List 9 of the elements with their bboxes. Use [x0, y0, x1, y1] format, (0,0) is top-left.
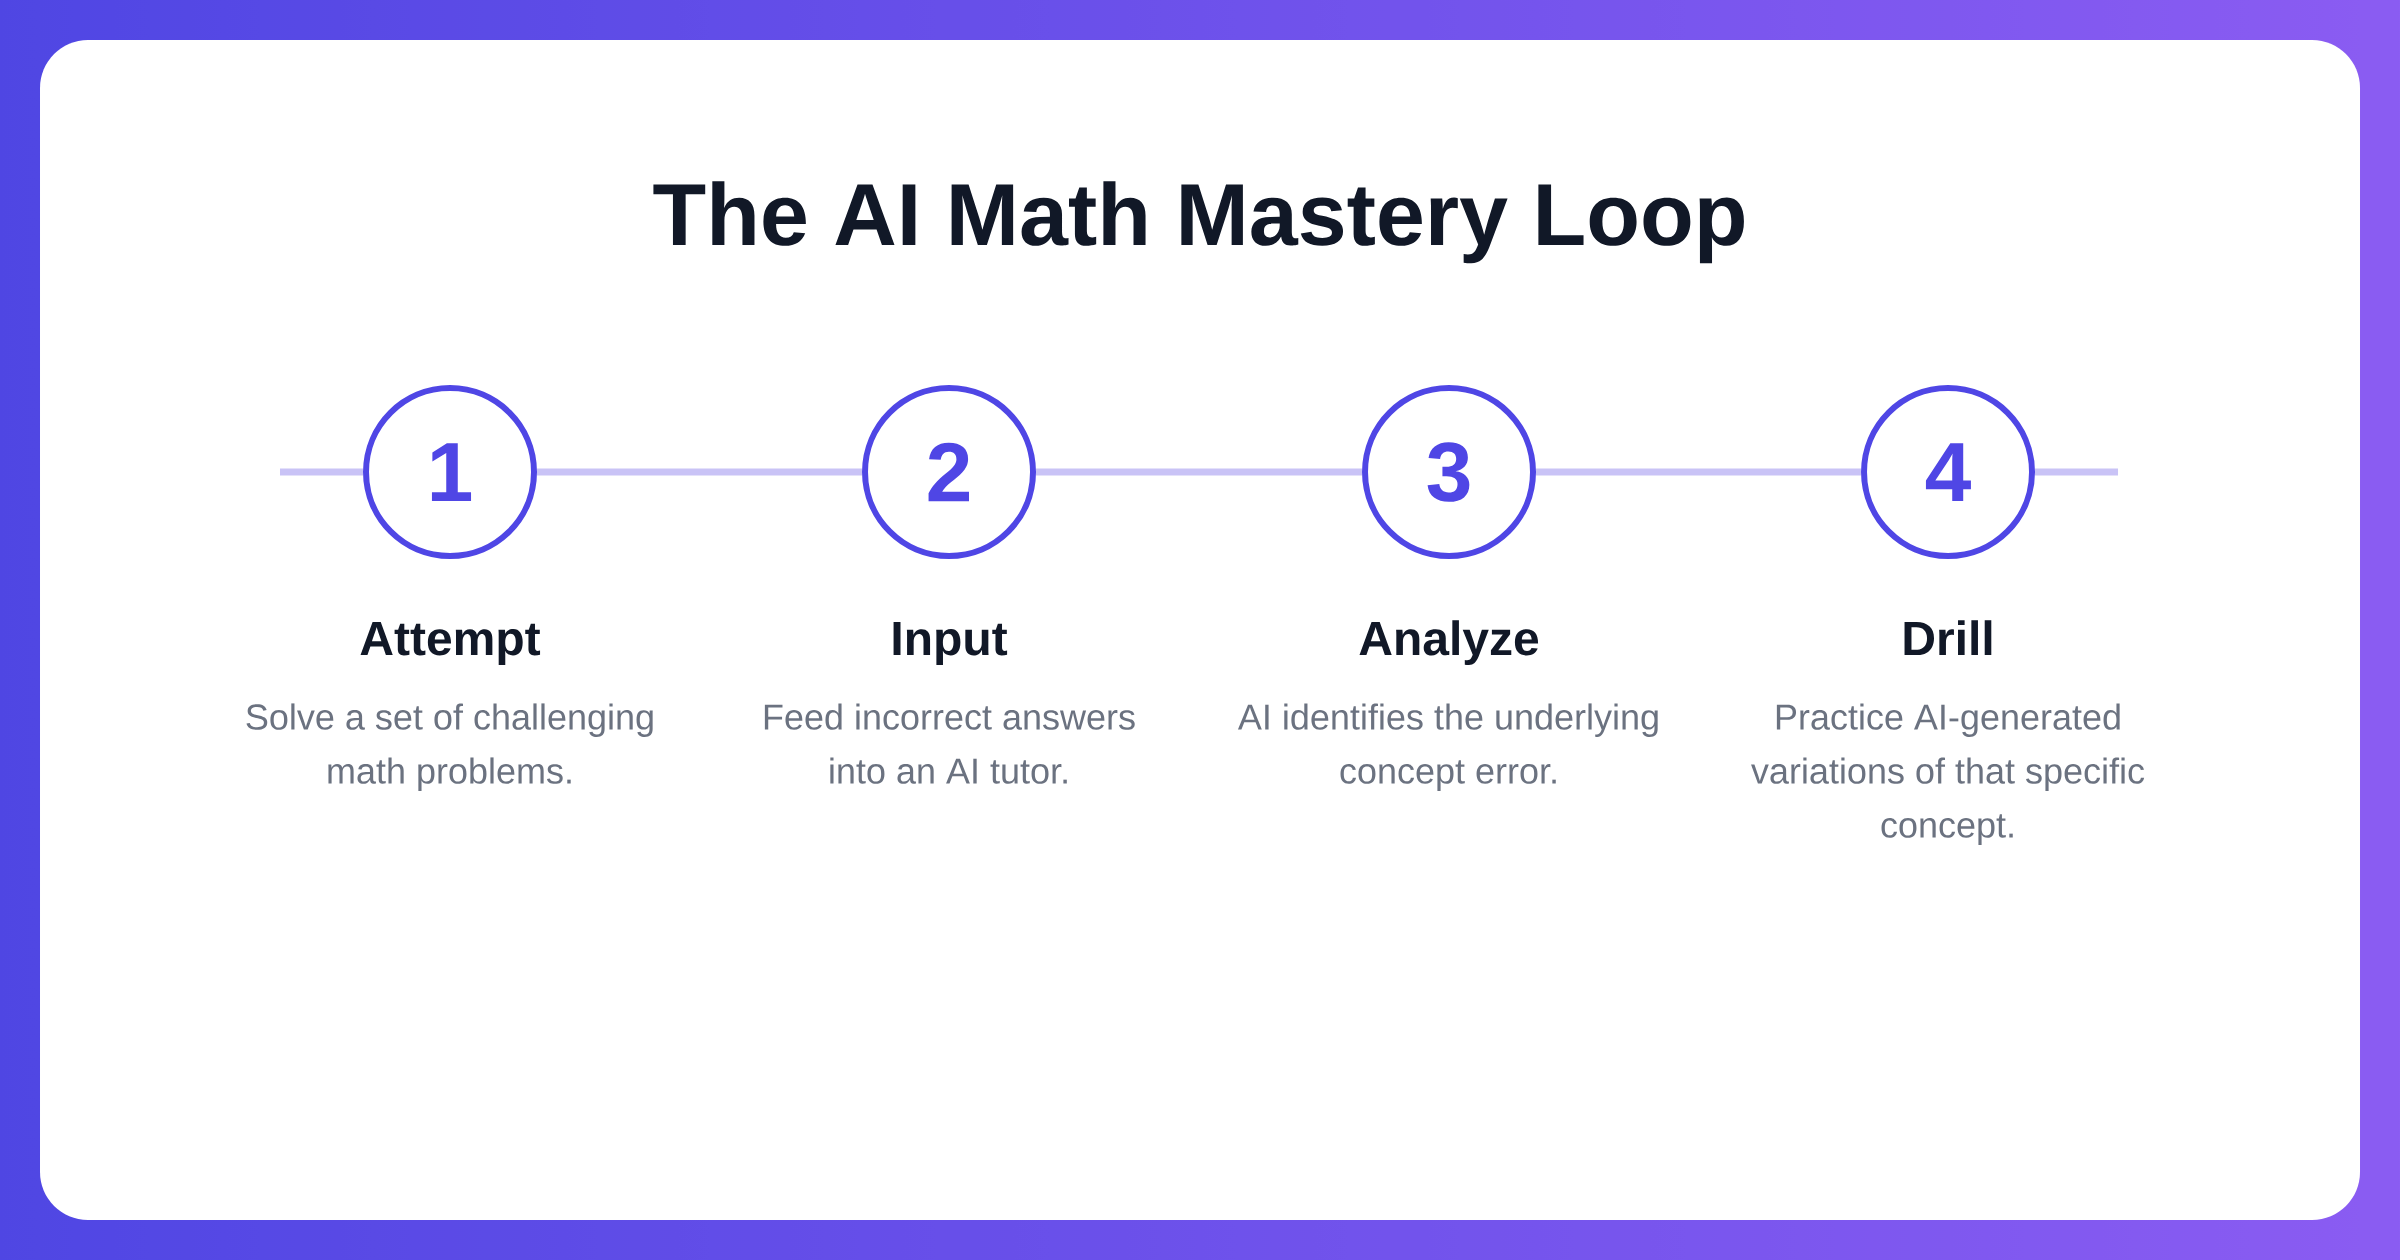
- step-description: Feed incorrect answers into an AI tutor.: [764, 703, 1135, 784]
- step-heading: Input: [893, 622, 1008, 665]
- step-description: Solve a set of challenging math problems.: [246, 703, 653, 791]
- step-description: Practice AI-generated variations of that specific concept.: [1751, 703, 2145, 845]
- step-heading: Analyze: [1359, 620, 1539, 665]
- title: The AI Math Mastery Loop: [653, 181, 1744, 264]
- step-description: AI identifies the underlying concept error.: [1237, 703, 1658, 791]
- step-heading: Drill: [1904, 620, 1992, 655]
- step-heading: Attempt: [360, 622, 541, 665]
